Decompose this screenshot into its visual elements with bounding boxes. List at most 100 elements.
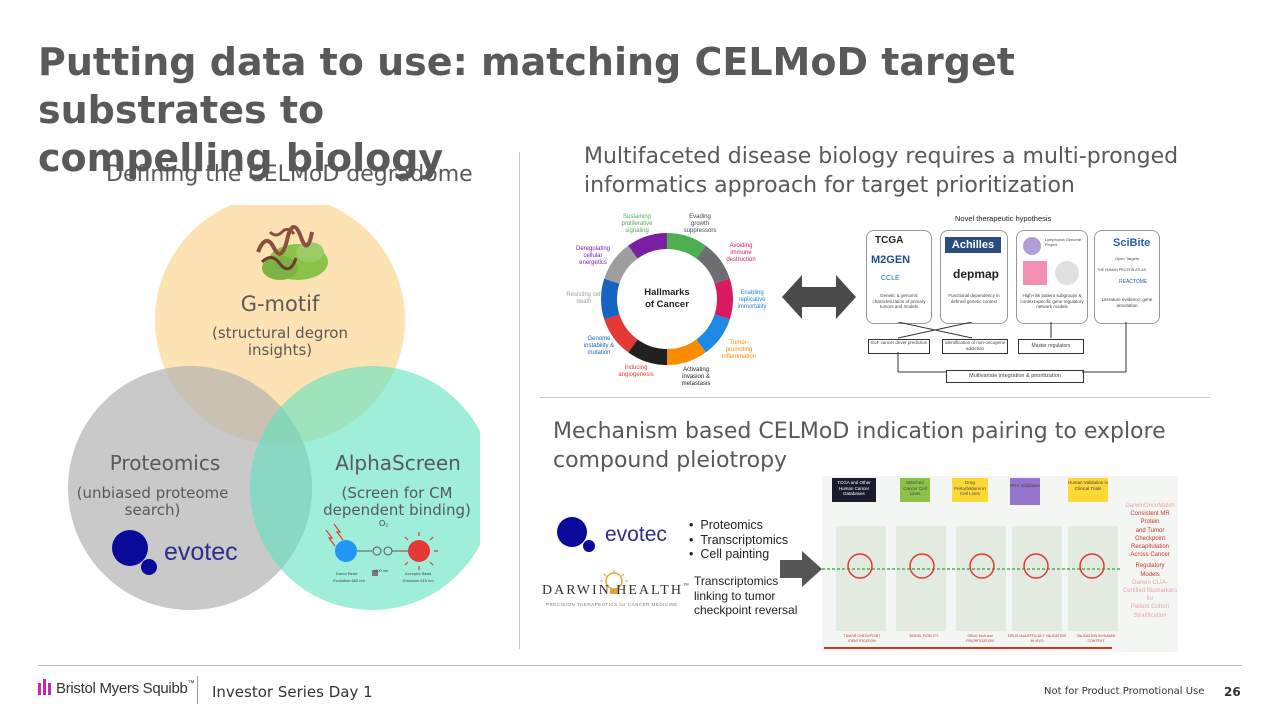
reactome-logo: REACTOME [1119,279,1148,285]
gmotif-sub-2: insights) [247,341,313,359]
bms-logo-icon [38,679,51,695]
emission-label: Emission 615 nm [403,578,434,583]
bullet-item: Proteomics [689,518,788,533]
flow-box-literature: SciBite Open Targets THE HUMAN PROTEIN A… [1094,230,1160,324]
pipeline-column-header: PDX Validation [1010,478,1040,505]
flow-box-genomic-text: Genetic & genomic characterization of pr… [872,293,926,309]
page-title-line-1: Putting data to use: matching CELMoD tar… [38,40,1015,132]
hallmarks-wheel [601,233,733,365]
darwin-health-logo: DARWIN HEALTH™ [542,583,691,599]
darwin-text-line: Transcriptomics [694,574,779,588]
sidebar-line: Recapitulation [1130,544,1170,551]
hallmark-label: Evading growth suppressors [683,214,717,234]
depmap-logo: depmap [953,267,1000,281]
hallmark-label: Tumor-promoting inflammation [721,340,756,360]
darwin-text-line: checkpoint reversal [694,603,798,617]
opentargets-logo: Open Targets [1115,256,1139,261]
excitation-label: Excitation 680 nm [333,578,365,583]
darwin-text-line: linking to tumor [694,588,776,603]
alphascreen-sub-1: (Screen for CM [341,484,453,502]
pipeline-column-header: Human Validation in Clinical Trials [1068,478,1108,502]
bms-logo-text: Bristol Myers Squibb™ [56,680,195,697]
nononcogene-box: Identification of non-oncogene addiction [942,339,1008,354]
hallmark-label: Activating invasion & metastasis [681,367,711,387]
master-regulators-box: Master regulators [1018,339,1084,354]
pipeline-columns-art [822,526,1122,649]
hallmark-label: Deregulating cellular energetics [575,246,611,266]
pipeline-column-header: TCGA and Other Human Cancer Databases [832,478,876,502]
lymphoma-project-icon [1023,237,1041,255]
achilles-logo: Achilles [945,237,1001,253]
page-title: Putting data to use: matching CELMoD tar… [38,38,1248,182]
sidebar-line: for [1146,596,1154,603]
disclaimer: Not for Product Promotional Use [1044,686,1205,697]
scibite-logo: SciBite [1113,237,1151,249]
darwin-tagline: PRECISION THERAPEUTICS for CANCER MEDICI… [546,602,678,607]
flow-box-dependency: Achilles depmap Functional dependency in… [940,230,1008,324]
sidebar-line: Regulatory [1135,563,1165,570]
proteomics-label: Proteomics [109,451,221,475]
bullet-item: Cell painting [689,547,788,562]
pipeline-footer-label: DRUG MoA and PRIORITIZATION [966,634,994,643]
hallmark-label: Genome instability & mutation [583,336,615,356]
distance-label: 200 nm [375,568,389,573]
informatics-heading-line-1: Multifaceted disease biology requires a … [584,144,1179,169]
vertical-divider [519,152,520,649]
hallmark-label: Enabling replicative immortality [737,290,767,310]
right-arrow-icon [780,551,822,587]
protein-structure-image [256,225,328,280]
flow-box-genomic: TCGA M2GEN CCLE Genetic & genomic charac… [866,230,932,324]
gmotif-sub-1: (structural degron [212,324,348,342]
footer-divider [38,665,1242,666]
evotec-logo-text: evotec [164,538,238,566]
hallmark-label: Inducing angiogenesis [618,365,654,378]
gof-box: GoF cancer driver prediction [868,339,930,354]
evotec-bullet-list: Proteomics Transcriptomics Cell painting [689,518,788,562]
sidebar-line: Darwin CLIA- [1132,579,1168,586]
hallmarks-center-line-2: of Cancer [645,299,689,310]
heatmap-thumbnail [1023,261,1047,285]
sidebar-line: Patient Cohort [1130,604,1170,611]
company-tm: ™ [187,680,195,687]
page-title-line-2: compelling biology [38,136,444,180]
flow-title: Novel therapeutic hypothesis [955,214,1052,223]
flow-connectors [897,322,1127,373]
hallmarks-center: Hallmarks of Cancer [630,287,704,311]
sidebar-line: Protein [1140,519,1160,526]
gmotif-label: G-motif [240,292,320,316]
o2-label: O₂ [379,519,389,528]
page-number: 26 [1224,685,1241,699]
pipeline-footer-label: VALIDATION IN HUMAN CONTEXT [1076,634,1116,643]
proteomics-sub-1: (unbiased proteome [76,484,229,502]
flow-box-patient-text: High-risk patient subgroups & context sp… [1020,293,1084,309]
pipeline-sidebar: DarwinOncoMatch Consistent MR Protein an… [1122,502,1178,620]
ccle-logo: CCLE [881,275,900,282]
indication-heading-line-2: compound pleiotropy [553,448,788,473]
darwin-description: Transcriptomics linking to tumor checkpo… [694,574,797,618]
horizontal-divider [540,397,1210,398]
footer-separator [197,676,198,704]
sidebar-line: DarwinOncoMatch [1125,503,1175,509]
sidebar-line: and Tumor [1135,527,1165,534]
evotec-logo-icon [112,530,157,575]
flow-box-dependency-text: Functional dependency in defined genetic… [948,293,1000,304]
pipeline-footer-label: DRUG MoA/EFFICACY VALIDATION IN VIVO [1008,634,1066,643]
sidebar-line: Stratification [1133,612,1167,619]
hallmark-label: Resisting cell death [566,292,602,305]
hallmarks-center-line-1: Hallmarks [644,287,690,298]
informatics-heading-line-2: informatics approach for target prioriti… [584,173,1075,198]
alphascreen-sub-2: dependent binding) [323,501,471,519]
lightbulb-icon [600,570,628,594]
sidebar-line: Certified Biomarkers [1122,588,1178,595]
event-name: Investor Series Day 1 [212,683,373,701]
degradome-heading: Defining the CELMoD degradome [106,162,473,187]
evotec-logo-text: evotec [605,523,667,546]
darwin-pipeline-graphic: TCGA and Other Human Cancer Databases Ma… [822,476,1178,652]
m2gen-logo: M2GEN [871,254,911,266]
donor-bead-label: Donor Bead [336,571,358,576]
flow-box-literature-text: Literature evidence; gene annotation [1101,297,1153,308]
flow-box-patient: Lymphoma Genome Project High-risk patien… [1016,230,1088,324]
pipeline-column-header: Matched Cancer Cell Lines [900,478,930,502]
sidebar-line: Consistent MR [1130,511,1170,518]
pipeline-footer-label: MODEL FIDELITY [909,634,939,638]
